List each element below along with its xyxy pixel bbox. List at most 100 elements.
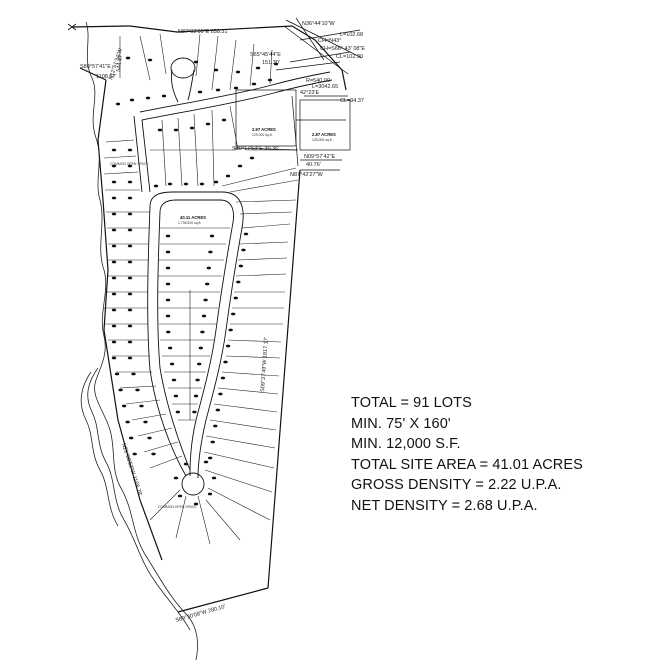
- lot-marker: [218, 392, 223, 396]
- min-lot-dimensions-text: MIN. 75' X 160': [351, 415, 451, 432]
- lot-marker: [111, 260, 117, 264]
- lot-marker: [199, 182, 205, 186]
- lot-marker: [111, 212, 117, 216]
- lot-marker: [131, 372, 136, 376]
- parcel-upper-acres: 2.97 ACRES: [252, 127, 276, 132]
- lot-marker: [111, 196, 117, 200]
- parcel-left-note: COMMON OPEN SPACE: [110, 162, 149, 166]
- lot-marker: [189, 126, 195, 130]
- lot-marker: [111, 148, 117, 152]
- lot-marker: [165, 234, 171, 238]
- lot-marker: [175, 410, 181, 414]
- lot-marker: [127, 180, 133, 184]
- bearing-small-c: 42°23'E: [300, 90, 319, 96]
- lot-marker: [127, 212, 133, 216]
- bearing-north-top: N87°02'00"E 858.31': [178, 29, 229, 35]
- lot-marker: [213, 68, 219, 72]
- lot-marker: [127, 276, 133, 280]
- lot-marker: [207, 456, 213, 460]
- lot-marker: [213, 424, 218, 428]
- bearing-east-inner-1: S80°17'53"E 30.36': [232, 146, 279, 152]
- lot-marker: [111, 228, 117, 232]
- northeast-detail: [233, 17, 363, 171]
- lot-lines-east: [149, 223, 291, 545]
- lot-marker: [238, 264, 244, 268]
- lot-marker: [139, 404, 144, 408]
- lot-marker: [118, 388, 123, 392]
- lot-marker: [231, 312, 236, 316]
- bearing-small-b: 151.30': [262, 60, 280, 66]
- lot-marker: [153, 184, 159, 188]
- lot-marker: [111, 164, 117, 168]
- lot-marker: [203, 298, 208, 302]
- lot-marker: [127, 228, 133, 232]
- lot-marker: [221, 118, 227, 122]
- lot-marker: [127, 244, 133, 248]
- lot-marker: [183, 182, 189, 186]
- lot-marker: [177, 494, 183, 498]
- lot-marker: [111, 292, 117, 296]
- bearing-left-side-dist: 544.47': [116, 54, 124, 73]
- lot-marker: [127, 324, 133, 328]
- lot-marker: [197, 362, 202, 366]
- lot-marker: [143, 420, 148, 424]
- lot-marker: [213, 180, 219, 184]
- parcel-center-sf: 1,706,500 sq.ft.: [178, 221, 201, 225]
- lot-marker: [233, 86, 239, 90]
- lot-marker: [249, 156, 255, 160]
- bearing-labels: N87°02'00"E 858.31' N36°44'10"W S80°57'4…: [80, 21, 365, 624]
- lot-marker: [197, 90, 203, 94]
- lot-marker: [165, 298, 171, 302]
- parcel-upper-right-sf: 125,000 sq.ft.: [312, 138, 333, 142]
- lot-marker: [157, 128, 163, 132]
- lot-marker: [114, 372, 120, 376]
- total-site-area-text: TOTAL SITE AREA = 41.01 ACRES: [351, 456, 583, 473]
- lot-marker: [267, 78, 273, 82]
- lot-marker: [127, 292, 133, 296]
- lot-lines-west: [103, 139, 183, 469]
- road-network: [133, 57, 333, 496]
- lot-marker: [129, 98, 135, 102]
- lot-marker: [127, 196, 133, 200]
- parcel-bottom-note: COMMON OPEN SPACE: [158, 505, 197, 509]
- lot-marker: [236, 280, 241, 284]
- curve-label-2: CH=N43°: [318, 38, 341, 44]
- lot-marker: [135, 388, 140, 392]
- lot-marker: [111, 180, 117, 184]
- curve-label-3: CH=S66° 43' 08"E: [320, 46, 365, 52]
- lot-marker: [220, 376, 226, 380]
- lot-marker: [111, 324, 117, 328]
- lot-marker: [192, 410, 197, 414]
- bearing-south: S89°30'08"W 280.10': [175, 604, 226, 624]
- lot-marker: [147, 58, 153, 62]
- gross-density-text: GROSS DENSITY = 2.22 U.P.A.: [351, 477, 562, 493]
- lot-marker: [165, 250, 171, 254]
- lot-marker: [201, 314, 207, 318]
- lot-marker: [203, 460, 209, 464]
- lot-marker: [209, 234, 215, 238]
- bearing-left-upper-dist: 1108.67': [96, 74, 117, 80]
- lot-marker: [151, 452, 156, 456]
- lot-marker: [127, 356, 133, 360]
- lot-marker: [165, 314, 171, 318]
- lot-marker: [167, 182, 173, 186]
- lot-marker: [235, 70, 241, 74]
- lot-marker: [183, 462, 189, 466]
- bearing-east-inner-2: N09°57'42"E: [304, 154, 336, 160]
- lot-marker: [273, 62, 279, 66]
- curve-label-4: CL=102.30: [336, 54, 363, 60]
- lot-marker: [241, 248, 246, 252]
- lot-marker: [165, 266, 171, 270]
- lot-marker: [173, 394, 179, 398]
- site-summary: TOTAL = 91 LOTS MIN. 75' X 160' MIN. 12,…: [351, 393, 651, 516]
- lot-lines-interior: [158, 227, 230, 421]
- lot-marker: [147, 436, 152, 440]
- bearing-northeast-corner: N36°44'10"W: [302, 21, 336, 27]
- bearing-east-inner-3: N87°42'27"W: [290, 172, 324, 178]
- property-boundary: [71, 25, 347, 613]
- lot-marker: [233, 296, 238, 300]
- lot-marker: [215, 88, 221, 92]
- lot-marker: [210, 440, 215, 444]
- lot-marker: [127, 148, 133, 152]
- lot-marker: [127, 308, 133, 312]
